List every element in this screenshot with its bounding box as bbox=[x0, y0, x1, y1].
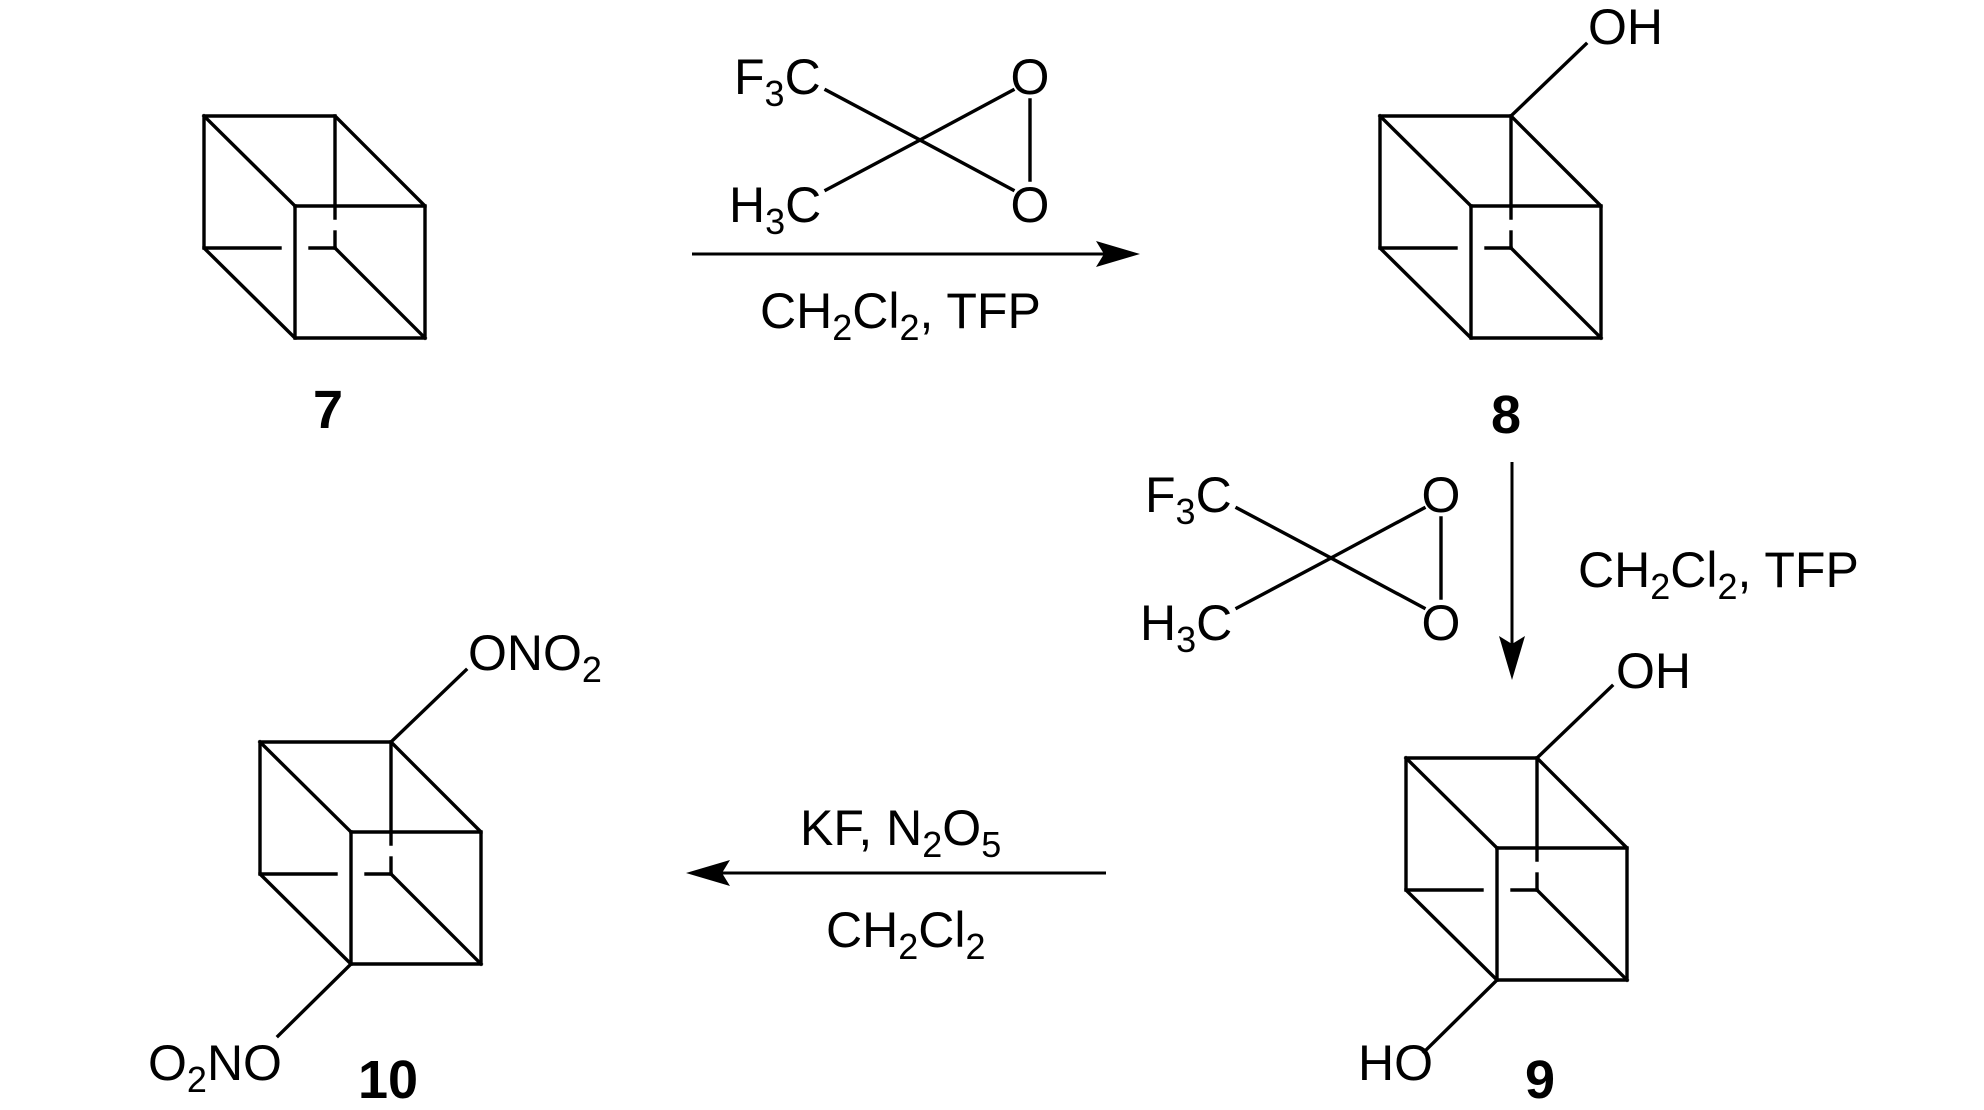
svg-text:F3C: F3C bbox=[1145, 467, 1232, 532]
hydroxyl-8: OH bbox=[1588, 0, 1663, 55]
svg-text:H3C: H3C bbox=[1140, 595, 1232, 660]
svg-text:O: O bbox=[1422, 467, 1461, 523]
step-3-conditions-bottom: CH2Cl2 bbox=[826, 902, 986, 967]
reaction-arrow-3 bbox=[686, 860, 1106, 886]
reaction-arrow-2 bbox=[1499, 462, 1525, 680]
cubane-dinitrate-10-structure bbox=[257, 667, 484, 1039]
nitrate-10-top: ONO2 bbox=[468, 625, 602, 690]
compound-10-label: 10 bbox=[358, 1050, 418, 1110]
step-2-conditions: CH2Cl2, TFP bbox=[1578, 542, 1859, 607]
reaction-arrow-1 bbox=[692, 241, 1140, 267]
hydroxyl-9-top: OH bbox=[1616, 643, 1691, 699]
step-3-conditions-top: KF, N2O5 bbox=[800, 800, 1001, 865]
peroxide-o-bottom: O bbox=[1011, 177, 1050, 233]
cubane-7-structure bbox=[201, 113, 428, 341]
dioxirane-reagent-2: F3C H3C O O bbox=[1140, 467, 1460, 660]
svg-text:F3C: F3C bbox=[734, 49, 821, 114]
step-1-conditions: CH2Cl2, TFP bbox=[760, 283, 1041, 348]
cf3-f: F bbox=[734, 49, 765, 105]
svg-text:H3C: H3C bbox=[729, 177, 821, 242]
compound-7-label: 7 bbox=[313, 380, 343, 440]
nitrate-10-bottom: O2NO bbox=[148, 1035, 282, 1100]
hydroxyl-9-bottom: HO bbox=[1358, 1035, 1433, 1091]
compound-9-label: 9 bbox=[1525, 1050, 1555, 1110]
cubanediol-9-structure bbox=[1403, 683, 1630, 1055]
dioxirane-reagent-1: F3C H3C O O bbox=[729, 49, 1049, 242]
compound-8-label: 8 bbox=[1491, 385, 1521, 445]
peroxide-o-top: O bbox=[1011, 49, 1050, 105]
cubanol-8-structure bbox=[1377, 41, 1604, 341]
svg-text:O: O bbox=[1422, 595, 1461, 651]
